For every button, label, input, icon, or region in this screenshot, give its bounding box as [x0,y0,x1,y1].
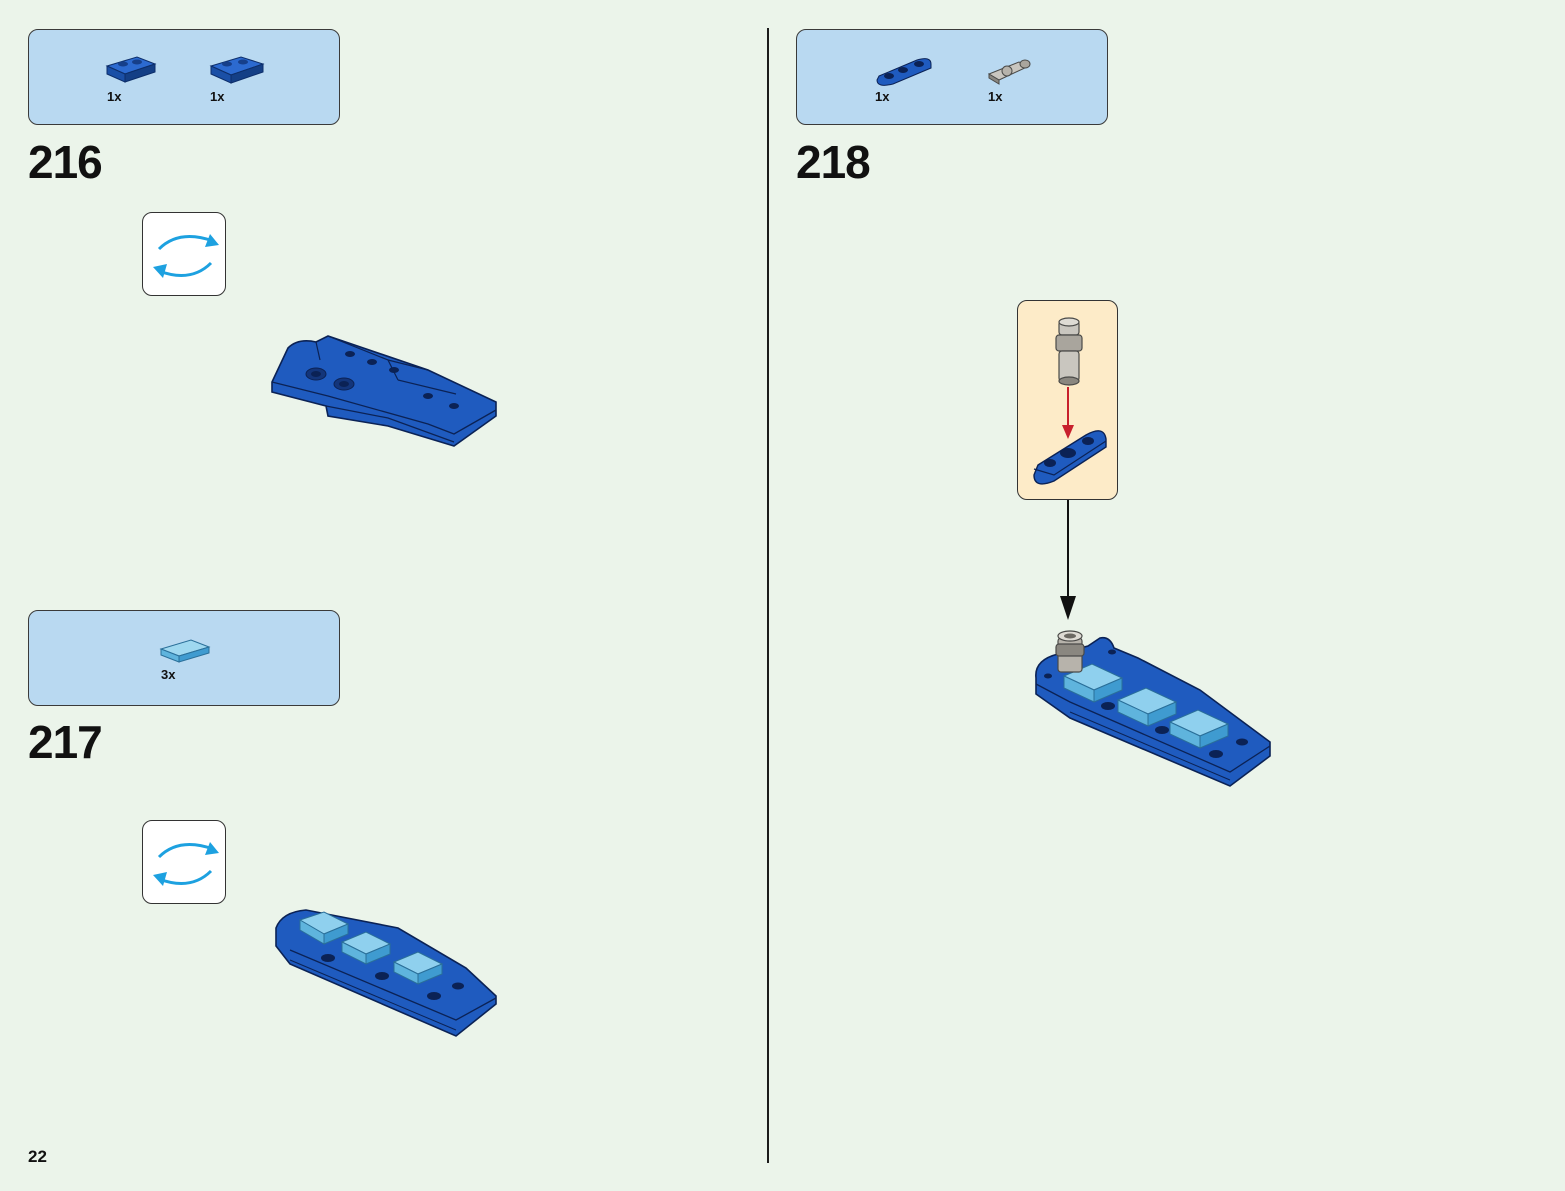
placement-arrow [1060,500,1076,620]
parts-list-216: 1x 1x [28,29,340,125]
part-qty: 3x [161,667,176,682]
part-qty: 1x [875,89,890,104]
part-qty: 1x [988,89,1003,104]
model-assembly-217 [275,909,497,1037]
rotate-model-indicator [142,212,226,296]
parts-list-217: 3x [28,610,340,706]
technic-pin-icon [1055,317,1083,386]
blue-plate-icon [105,56,157,83]
blue-plate-angled-icon [209,56,265,84]
technic-beam-icon [876,58,932,86]
step-number: 216 [28,136,103,188]
page-number: 22 [28,1147,47,1166]
page-divider [767,28,769,1163]
technic-pin-icon [987,59,1031,85]
model-assembly-218 [1035,630,1271,787]
technic-beam-icon [1033,430,1107,485]
model-assembly-216 [271,335,497,447]
part-qty: 1x [107,89,122,104]
parts-list-218: 1x 1x [796,29,1108,125]
rotate-arrows-icon [153,234,219,278]
step-number: 217 [28,716,103,768]
rotate-arrows-icon [153,842,219,886]
insert-arrow [1062,387,1074,439]
step-number: 218 [796,136,871,188]
trans-blue-tile-icon [159,639,211,663]
rotate-model-indicator [142,820,226,904]
sub-assembly-callout [1017,300,1118,500]
part-qty: 1x [210,89,225,104]
